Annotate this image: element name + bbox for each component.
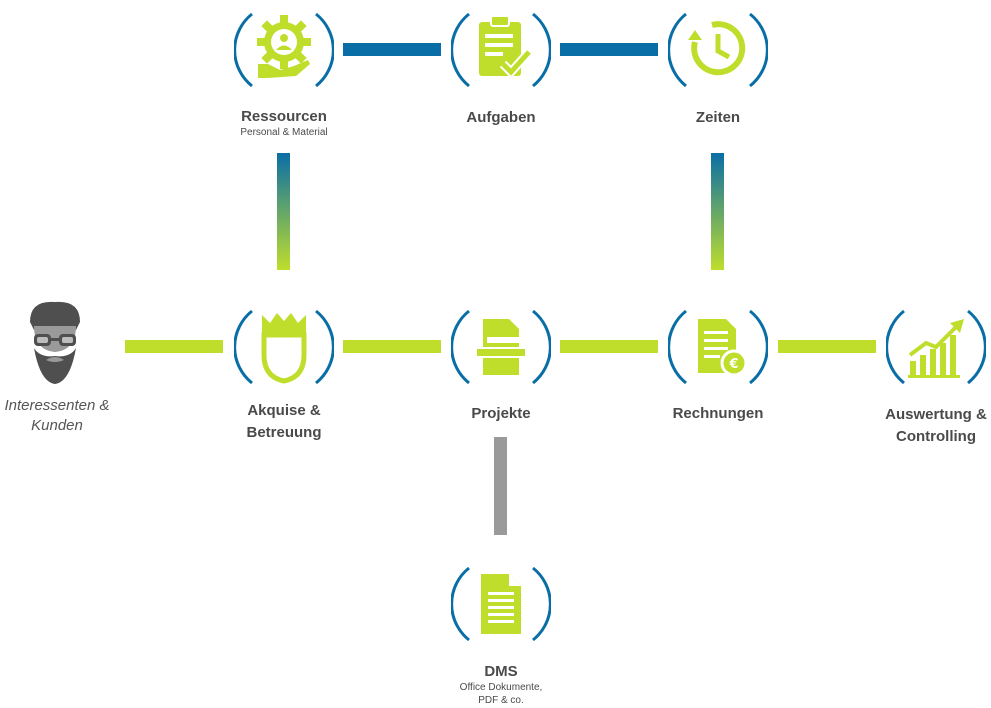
- rechnungen-title: Rechnungen: [672, 405, 764, 422]
- auswertung-title-line2: Controlling: [896, 428, 976, 445]
- clipboard-check-icon: [451, 12, 551, 88]
- crown-head-icon: [234, 309, 334, 385]
- projekte-title: Projekte: [471, 405, 531, 422]
- ressourcen-title: Ressourcen: [241, 108, 327, 125]
- clock-icon: [668, 12, 768, 88]
- svg-text:€: €: [728, 357, 738, 372]
- akquise-title-line1: Akquise &: [247, 402, 321, 419]
- person-figure: [20, 298, 90, 388]
- connector-rechnungen-auswertung: [778, 340, 876, 353]
- akquise-title-line2: Betreuung: [246, 424, 322, 441]
- auswertung-title-line1: Auswertung &: [885, 406, 987, 423]
- person-label-line1: Interessenten &: [4, 397, 110, 414]
- connector-person-akquise: [125, 340, 223, 353]
- connector-projekte-dms: [494, 437, 507, 535]
- node-zeiten: [668, 0, 768, 100]
- growth-chart-icon: [886, 309, 986, 385]
- aufgaben-title: Aufgaben: [466, 109, 536, 126]
- ressourcen-subtitle: Personal & Material: [240, 127, 328, 138]
- connector-ressourcen-aufgaben: [343, 43, 441, 56]
- dms-subtitle-line1: Office Dokumente,: [459, 682, 543, 693]
- node-aufgaben: [451, 0, 551, 100]
- node-ressourcen: [234, 0, 334, 100]
- node-dms: [451, 554, 551, 654]
- connector-ressourcen-akquise: [277, 153, 290, 270]
- connector-aufgaben-zeiten: [560, 43, 658, 56]
- document-icon: [451, 566, 551, 642]
- connector-zeiten-rechnungen: [711, 153, 724, 270]
- invoice-euro-icon: €: [668, 309, 768, 385]
- connector-akquise-projekte: [343, 340, 441, 353]
- resources-gear-icon: [234, 12, 334, 88]
- dms-subtitle-line2: PDF & co.: [478, 695, 524, 706]
- bearded-man-icon: [30, 301, 80, 384]
- zeiten-title: Zeiten: [695, 109, 741, 126]
- node-projekte: [451, 297, 551, 397]
- blueprint-pencil-icon: [451, 309, 551, 385]
- dms-title: DMS: [484, 663, 518, 680]
- person-label-line2: Kunden: [31, 417, 83, 434]
- node-rechnungen: €: [668, 297, 768, 397]
- node-akquise: [234, 297, 334, 397]
- connector-projekte-rechnungen: [560, 340, 658, 353]
- node-auswertung: [886, 297, 986, 397]
